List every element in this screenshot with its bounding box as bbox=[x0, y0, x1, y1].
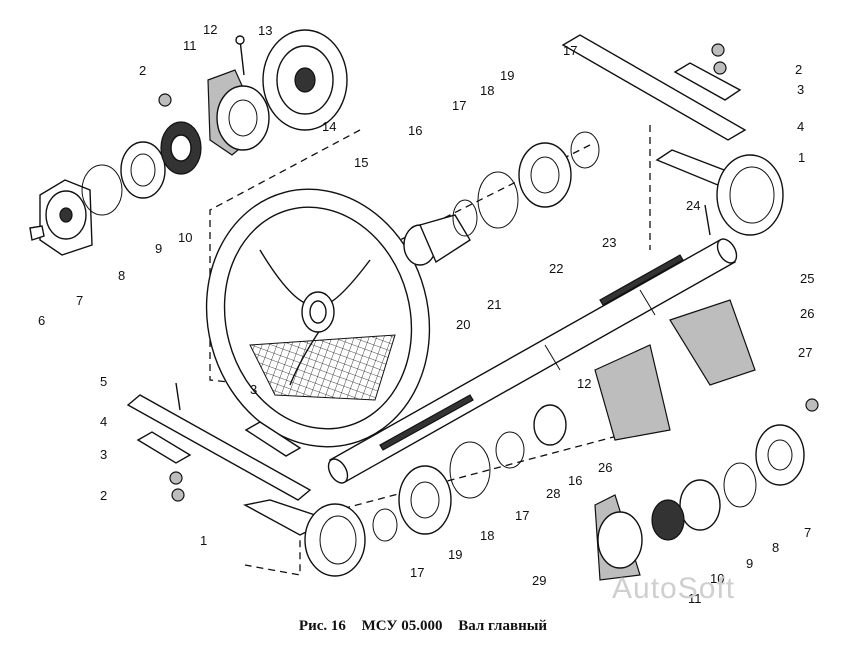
callout-25: 25 bbox=[800, 271, 814, 286]
figure-title: Вал главный bbox=[458, 618, 548, 634]
callout-6: 6 bbox=[38, 313, 45, 328]
callout-8: 8 bbox=[772, 540, 779, 555]
figure-number: Рис. 16 bbox=[298, 618, 346, 634]
callout-28: 28 bbox=[546, 486, 560, 501]
callout-1: 1 bbox=[200, 533, 207, 548]
callout-1: 1 bbox=[798, 150, 805, 165]
callout-26: 26 bbox=[800, 306, 814, 321]
callout-21: 21 bbox=[487, 297, 501, 312]
callout-10: 10 bbox=[178, 230, 192, 245]
callout-11: 11 bbox=[688, 591, 702, 606]
figure-caption: Рис. 16 МСУ 05.000 Вал главный bbox=[0, 618, 846, 635]
callout-22: 22 bbox=[549, 261, 563, 276]
callout-2: 2 bbox=[139, 63, 146, 78]
bearing-housing-top bbox=[207, 29, 348, 156]
callout-18: 18 bbox=[480, 528, 494, 543]
main-shaft bbox=[327, 238, 738, 484]
callout-26: 26 bbox=[598, 460, 612, 475]
callout-3: 3 bbox=[797, 82, 804, 97]
bottom-left-plates bbox=[126, 382, 312, 502]
right-bottom-parts bbox=[242, 299, 819, 581]
callout-23: 23 bbox=[602, 235, 616, 250]
callout-17: 17 bbox=[515, 508, 529, 523]
callout-4: 4 bbox=[100, 414, 107, 429]
middle-top-parts bbox=[403, 131, 600, 266]
top-right-plates bbox=[561, 34, 784, 236]
callout-3: 3 bbox=[100, 447, 107, 462]
callout-12: 12 bbox=[203, 22, 217, 37]
callout-10: 10 bbox=[710, 571, 724, 586]
callout-13: 13 bbox=[258, 23, 272, 38]
callout-16: 16 bbox=[568, 473, 582, 488]
callout-15: 15 bbox=[354, 155, 368, 170]
callout-3: 3 bbox=[250, 382, 257, 397]
assembly-code: МСУ 05.000 bbox=[361, 618, 443, 634]
callout-5: 5 bbox=[100, 374, 107, 389]
callout-8: 8 bbox=[118, 268, 125, 283]
callout-7: 7 bbox=[76, 293, 83, 308]
callout-4: 4 bbox=[797, 119, 804, 134]
callout-19: 19 bbox=[500, 68, 514, 83]
callout-2: 2 bbox=[795, 62, 802, 77]
callout-7: 7 bbox=[804, 525, 811, 540]
callout-27: 27 bbox=[798, 345, 812, 360]
callout-9: 9 bbox=[746, 556, 753, 571]
callout-14: 14 bbox=[322, 119, 336, 134]
callout-17: 17 bbox=[563, 43, 577, 58]
callout-12: 12 bbox=[577, 376, 591, 391]
left-bearing-group bbox=[29, 93, 202, 256]
callout-17: 17 bbox=[452, 98, 466, 113]
callout-9: 9 bbox=[155, 241, 162, 256]
callout-2: 2 bbox=[100, 488, 107, 503]
callout-labels: 13 12 11 2 14 17 2 3 4 18 19 16 17 15 1 … bbox=[38, 22, 814, 606]
callout-20: 20 bbox=[456, 317, 470, 332]
callout-24: 24 bbox=[686, 198, 700, 213]
callout-16: 16 bbox=[408, 123, 422, 138]
callout-18: 18 bbox=[480, 83, 494, 98]
callout-29: 29 bbox=[532, 573, 546, 588]
callout-17: 17 bbox=[410, 565, 424, 580]
watermark: AutoSoft bbox=[612, 572, 736, 605]
pulley-15 bbox=[205, 188, 431, 448]
callout-19: 19 bbox=[448, 547, 462, 562]
callout-11: 11 bbox=[183, 38, 197, 53]
